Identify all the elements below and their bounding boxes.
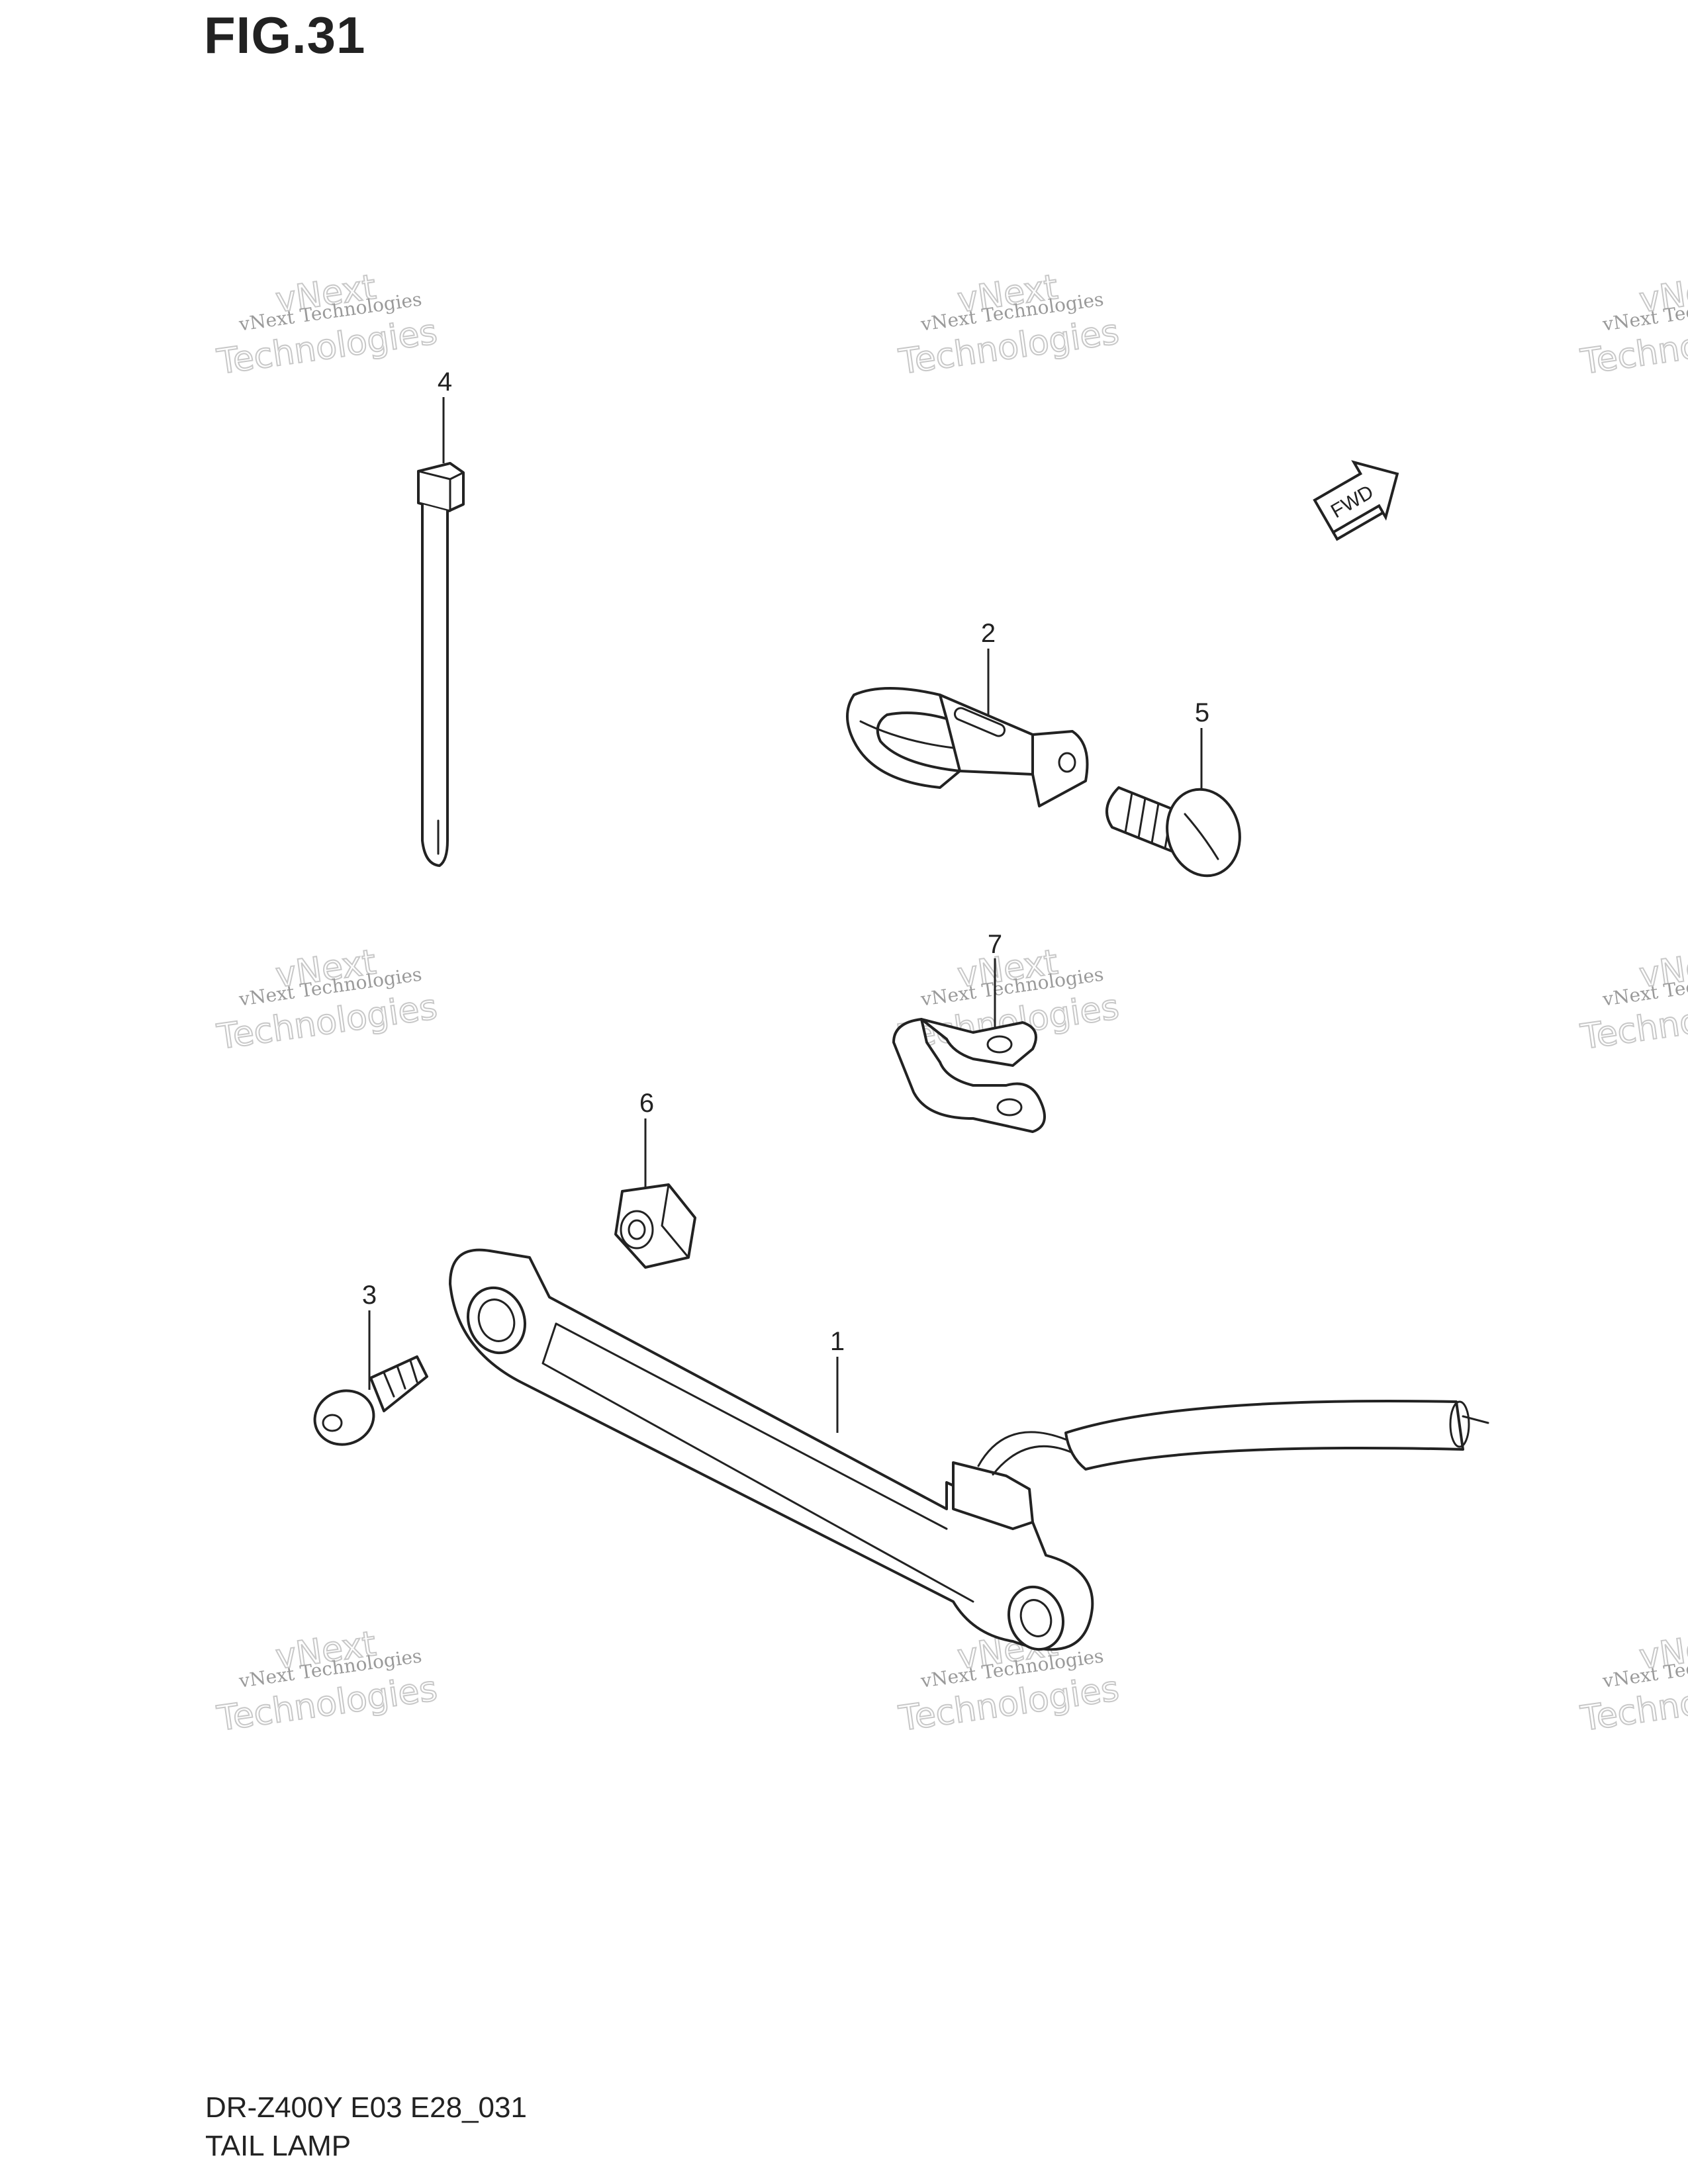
part-1-tail-lamp [449,1248,1489,1651]
watermark: vNext vNext Technologies Technologies [1577,942,1688,1058]
callout-7: 7 [988,930,1002,959]
watermark: vNext vNext Technologies Technologies [214,1623,440,1740]
figure-caption: TAIL LAMP [205,2130,352,2162]
watermark: vNext vNext Technologies Technologies [1577,1623,1688,1740]
callout-5: 5 [1195,698,1209,727]
watermark: vNext vNext Technologies Technologies [214,942,440,1058]
model-code: DR-Z400Y E03 E28_031 [205,2091,527,2124]
part-6-nut [614,1118,696,1269]
callout-6: 6 [639,1089,654,1118]
callout-1: 1 [830,1327,845,1356]
callout-4: 4 [438,367,452,396]
watermark: vNext vNext Technologies Technologies [896,267,1122,383]
watermark: vNext vNext Technologies Technologies [1577,267,1688,383]
part-4-cable-tie [417,397,465,867]
figure-title: FIG.31 [204,6,366,64]
callout-2: 2 [981,619,996,648]
part-7-cord-clamp [892,958,1046,1133]
part-2-bracket-clamp [846,649,1089,807]
part-5-screw [1105,728,1241,878]
fwd-arrow-icon: FWD [1313,460,1399,541]
part-3-screw [313,1310,428,1446]
callout-3: 3 [362,1281,377,1310]
watermark: vNext vNext Technologies Technologies [214,267,440,383]
